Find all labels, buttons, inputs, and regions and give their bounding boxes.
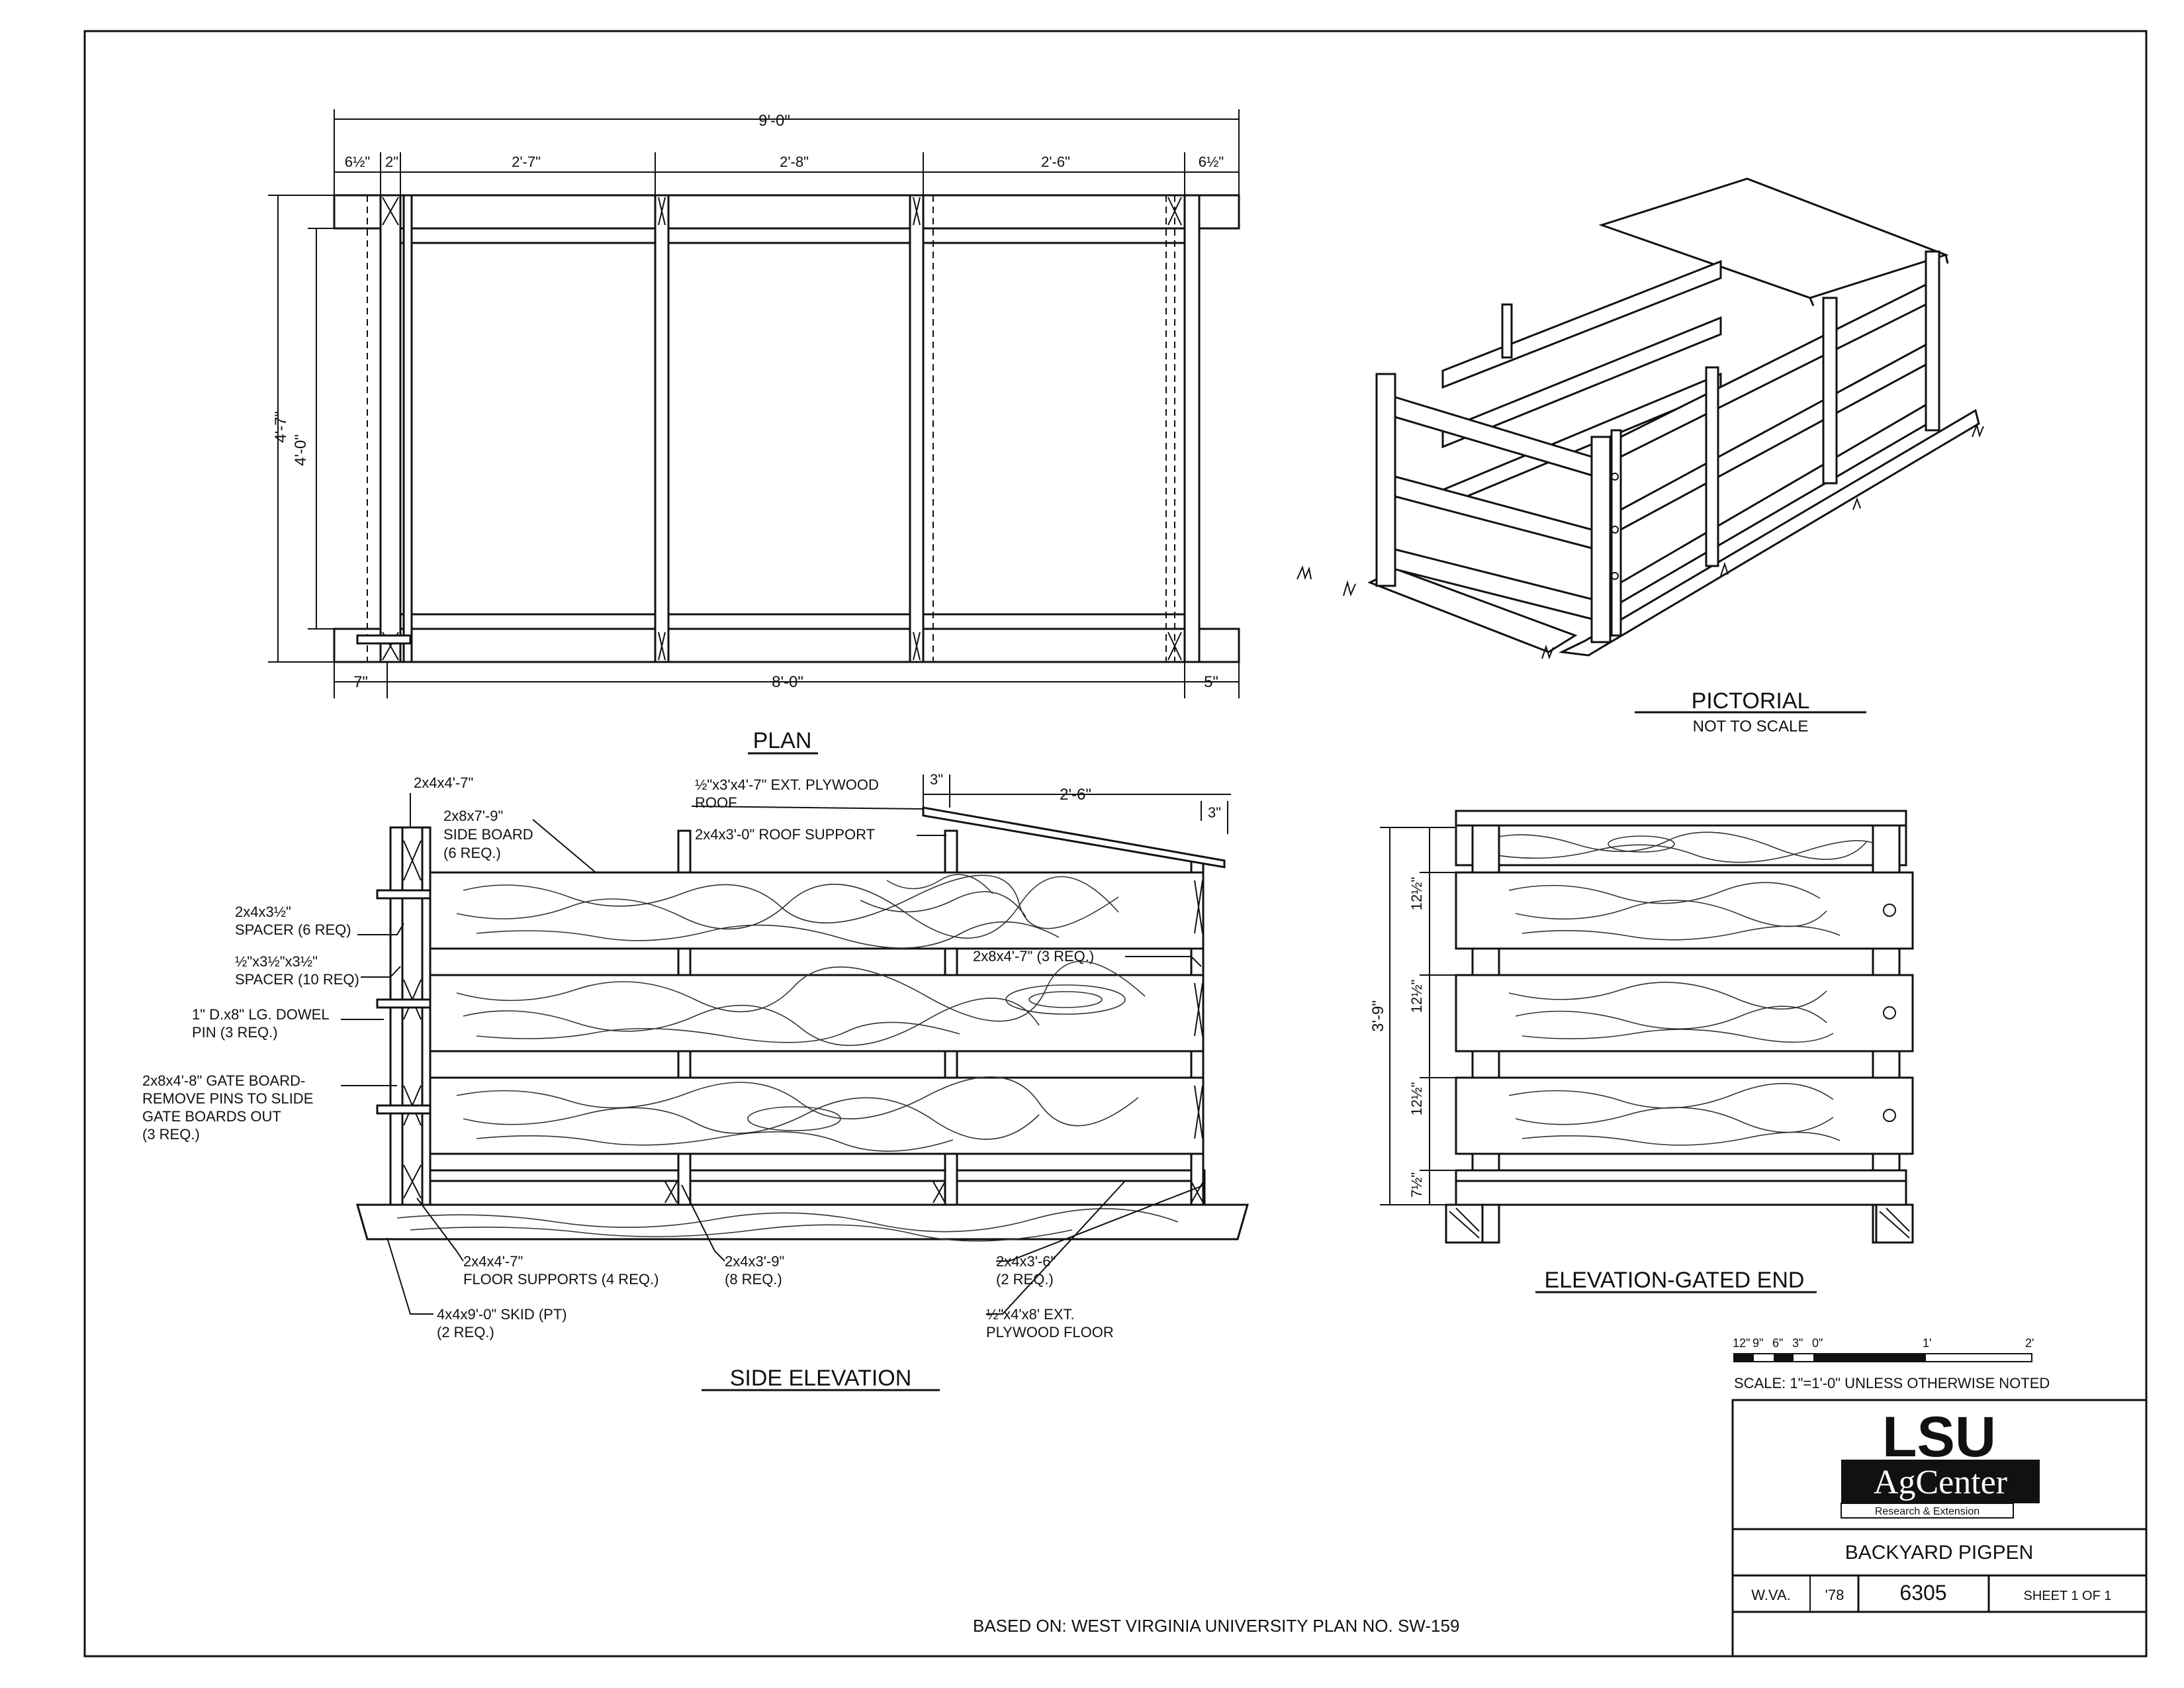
logo-agcenter: AgCenter [1874,1464,2007,1501]
label-stud2-1: 2x4x3'-6" [996,1253,1056,1270]
drawing-title: BACKYARD PIGPEN [1845,1542,2034,1564]
label-skid-1: 4x4x9'-0" SKID (PT) [437,1306,567,1323]
plan-dim-f: 6½" [1199,154,1224,170]
scale-tick-3: 3" [1792,1336,1803,1350]
label-spacer-2: SPACER (6 REQ) [235,921,351,938]
logo-tagline: Research & Extension [1875,1506,1979,1517]
label-stud2-2: (2 REQ.) [996,1271,1054,1288]
plan-dim-left: 7" [353,673,368,691]
title-source: W.VA. [1751,1587,1791,1603]
drawing-number: 6305 [1899,1581,1946,1605]
gated-end-view: 3'-9" 12½" 12½" 12½" 7½" ELEVATION-GATED… [1369,810,1914,1293]
plan-dim-depth: 4'-7" [272,411,290,443]
scale-tick-6: 2' [2025,1336,2034,1350]
label-stud-1: 2x4x3'-9" [725,1253,784,1270]
plan-dim-a: 6½" [345,154,370,170]
label-roof-dim-a: 3" [930,771,943,788]
label-floor-1: ½"x4'x8' EXT. [986,1306,1075,1323]
plan-dim-overall: 9'-0" [758,112,790,130]
scale-tick-5: 1' [1923,1336,1931,1350]
label-roof-2: ROOF [695,794,737,811]
label-gate-3: GATE BOARDS OUT [142,1108,281,1125]
source-note: BASED ON: WEST VIRGINIA UNIVERSITY PLAN … [973,1616,1459,1636]
plan-dim-b: 2" [385,154,398,170]
plan-view: 9'-0" 6½" 2" 2'-7" 2'-8" 2'-6" 6½" [268,109,1240,755]
pictorial-view: PICTORIAL NOT TO SCALE [1297,177,1984,735]
label-floor-2: PLYWOOD FLOOR [986,1324,1114,1340]
label-spacer2-1: ½"x3½"x3½" [235,953,318,970]
side-elevation-view: 2x4x4'-7" 2x8x7'-9" SIDE BOARD (6 REQ.) … [142,771,1249,1391]
side-elevation-title: SIDE ELEVATION [730,1366,912,1391]
sheet-number: SHEET 1 OF 1 [2023,1589,2111,1603]
label-spacer2-2: SPACER (10 REQ) [235,971,359,988]
label-side-board-3: (6 REQ.) [443,845,501,861]
title-block: LSU AgCenter Research & Extension BACKYA… [1731,1399,2148,1658]
scale-bar: 12" 9" 6" 3" 0" 1' 2' SCALE: 1"=1'-0" UN… [1733,1336,2050,1391]
logo-lsu: LSU [1882,1405,1996,1469]
scale-tick-2: 6" [1772,1336,1783,1350]
scale-note: SCALE: 1"=1'-0" UNLESS OTHERWISE NOTED [1734,1375,2050,1391]
plan-title: PLAN [753,728,812,753]
plan-dim-e: 2'-6" [1041,154,1070,170]
gated-dim-total: 3'-9" [1369,1000,1387,1032]
plan-dim-c: 2'-7" [512,154,541,170]
label-roof-dim-b: 2'-6" [1060,786,1091,804]
pictorial-title: PICTORIAL [1692,688,1810,714]
label-side-board-1: 2x8x7'-9" [443,808,503,824]
label-floor-supports-1: 2x4x4'-7" [463,1253,523,1270]
lsu-agcenter-logo: LSU AgCenter Research & Extension [1841,1405,2040,1519]
gated-dim-4: 7½" [1408,1172,1425,1197]
label-end-board: 2x8x4'-7" (3 REQ.) [973,948,1094,964]
pictorial-subtitle: NOT TO SCALE [1693,718,1809,735]
label-side-board-2: SIDE BOARD [443,826,533,843]
sheet-border [83,30,2148,1658]
label-gate-2: REMOVE PINS TO SLIDE [142,1090,313,1107]
gated-dim-2: 12½" [1408,980,1425,1013]
scale-tick-1: 9" [1752,1336,1763,1350]
scale-tick-4: 0" [1812,1336,1823,1350]
label-skid-2: (2 REQ.) [437,1324,494,1340]
label-gate-4: (3 REQ.) [142,1126,200,1143]
label-gate-1: 2x8x4'-8" GATE BOARD- [142,1072,305,1089]
plan-dim-inner: 4'-0" [292,434,310,466]
scale-tick-0: 12" [1733,1336,1750,1350]
plan-dim-right: 5" [1204,673,1218,691]
label-roof-1: ½"x3'x4'-7" EXT. PLYWOOD [695,776,879,793]
gated-end-title: ELEVATION-GATED END [1545,1268,1805,1293]
label-floor-supports-2: FLOOR SUPPORTS (4 REQ.) [463,1271,659,1288]
label-post: 2x4x4'-7" [414,774,473,791]
gated-dim-1: 12½" [1408,877,1425,911]
plan-dim-length: 8'-0" [772,673,803,691]
label-roof-dim-c: 3" [1208,804,1221,821]
label-dowel-2: PIN (3 REQ.) [192,1024,278,1041]
label-stud-2: (8 REQ.) [725,1271,782,1288]
gated-dim-3: 12½" [1408,1082,1425,1116]
label-spacer-1: 2x4x3½" [235,904,291,920]
plan-dim-d: 2'-8" [780,154,809,170]
label-dowel-1: 1" D.x8" LG. DOWEL [192,1006,330,1023]
title-year: '78 [1825,1587,1844,1603]
label-roof-support: 2x4x3'-0" ROOF SUPPORT [695,826,875,843]
